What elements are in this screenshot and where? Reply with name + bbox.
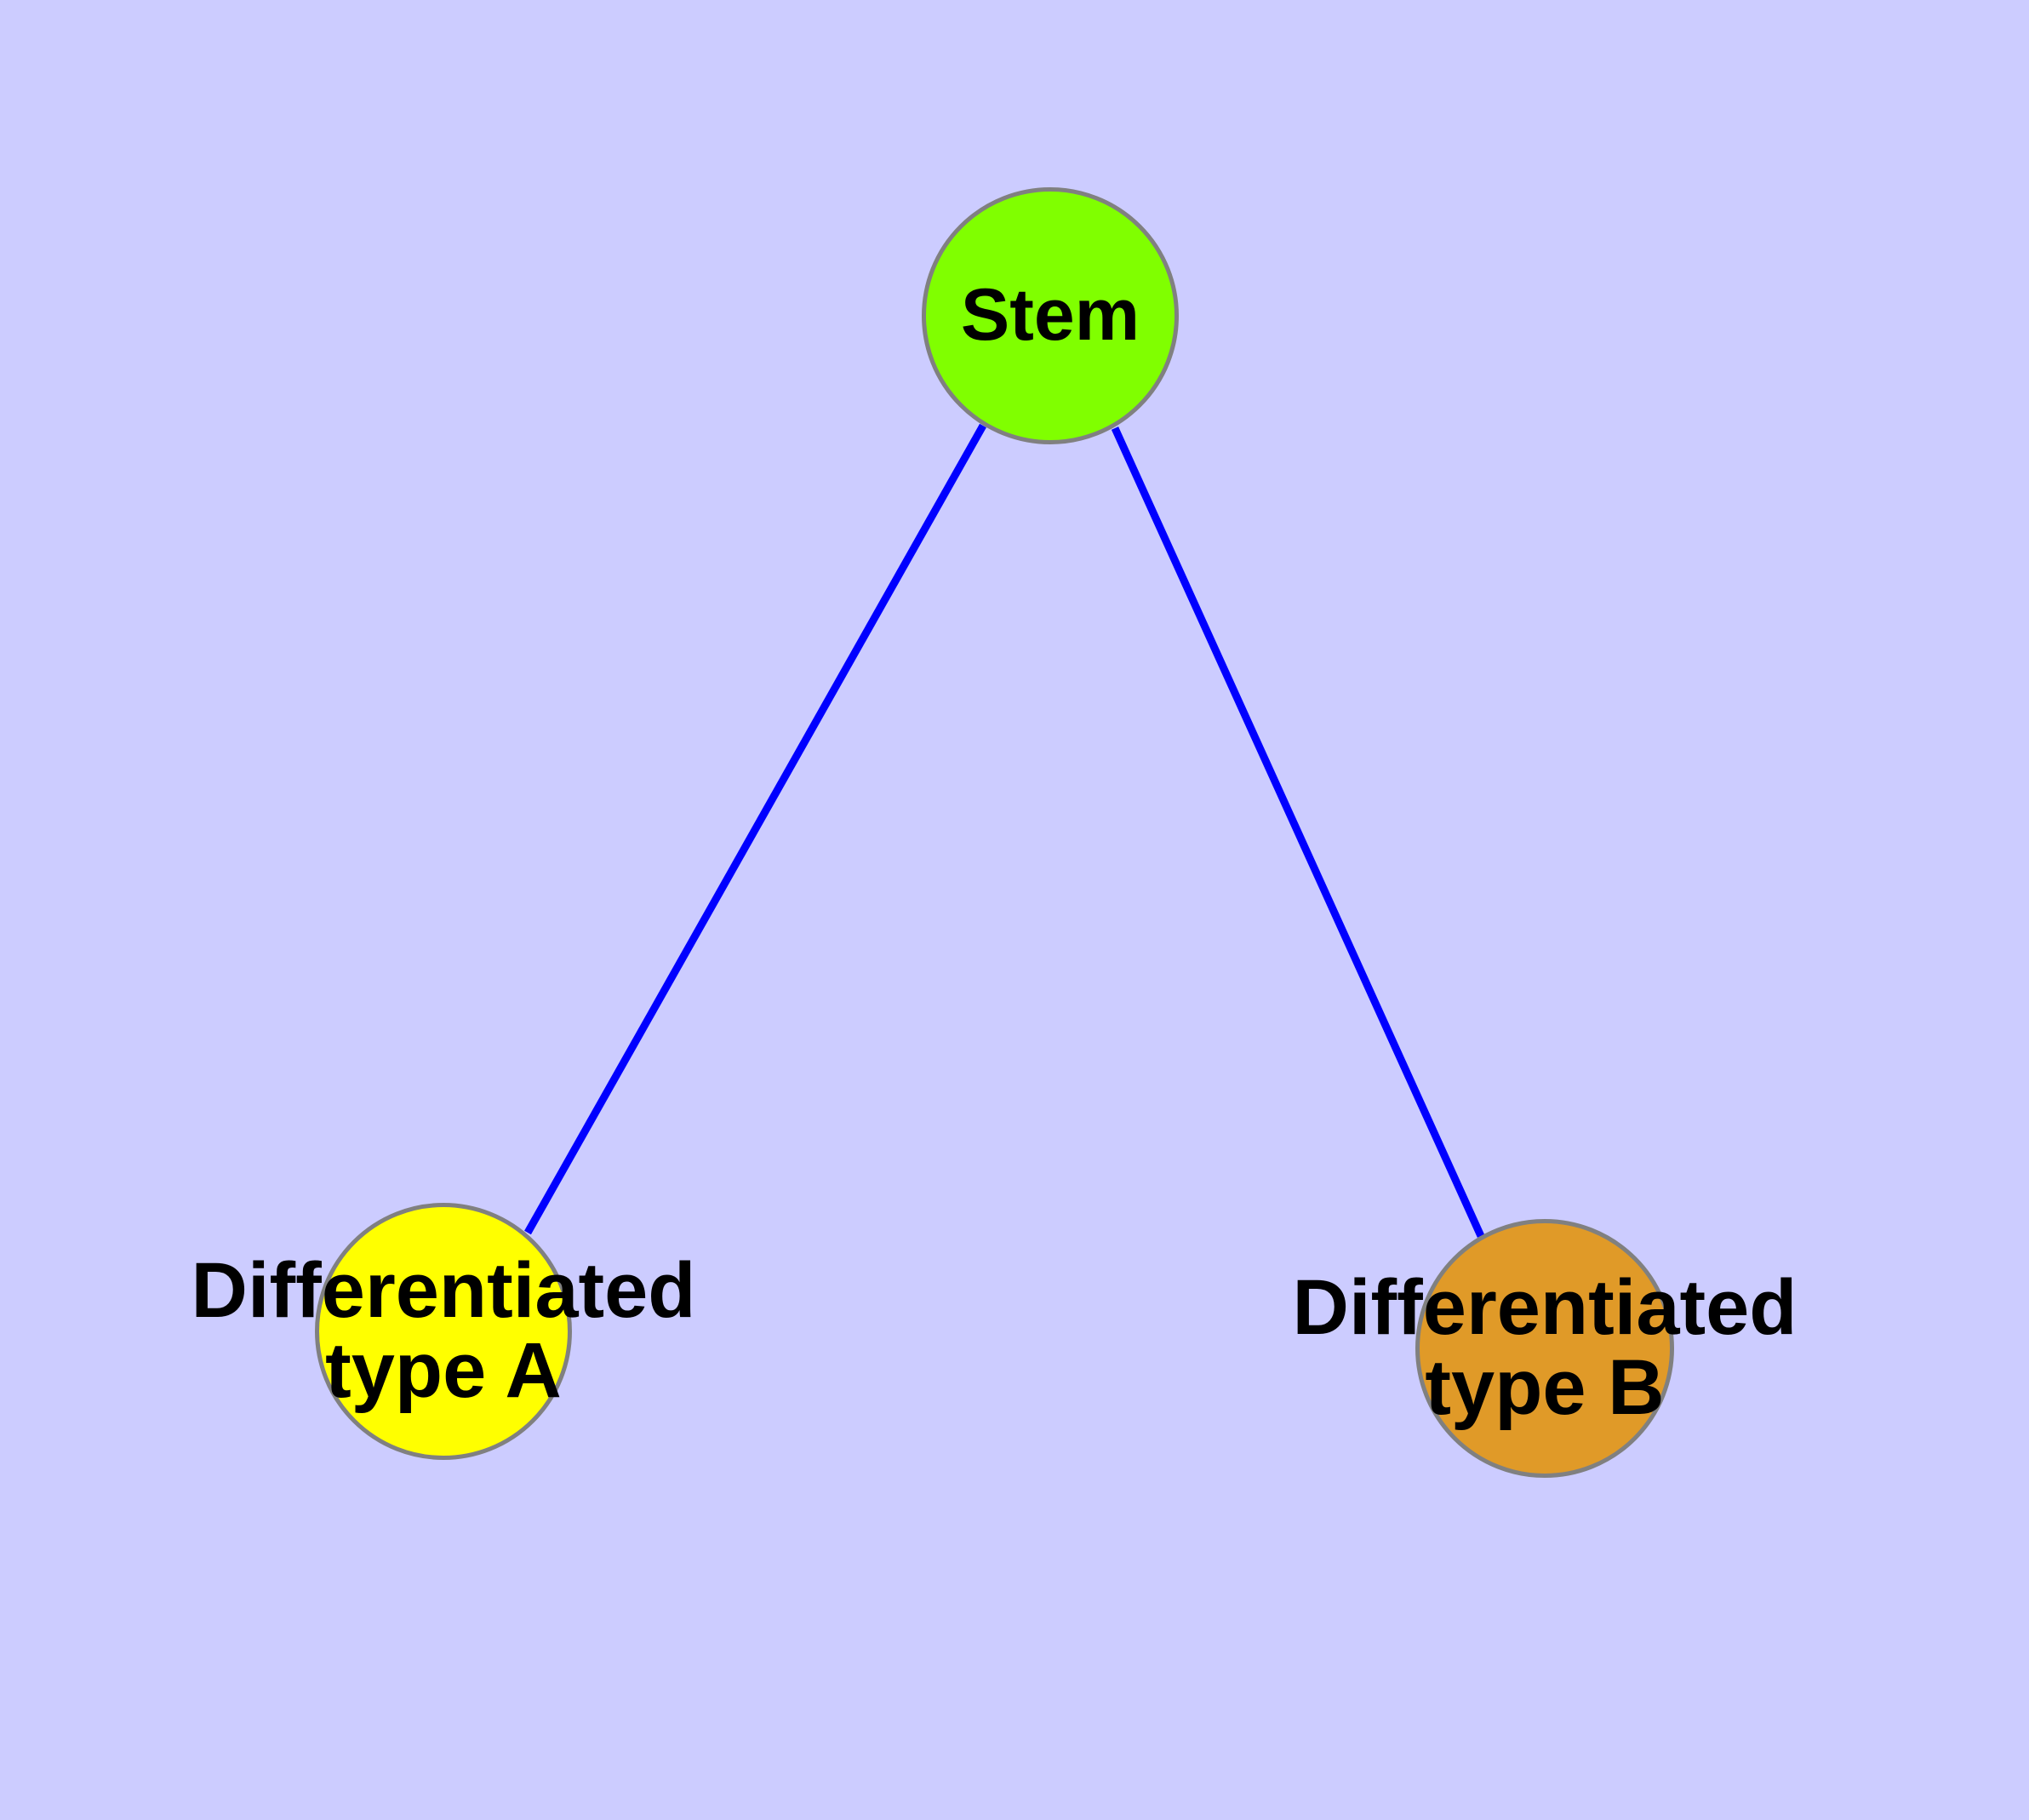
edge-stem-to-differentiated-type-b (1111, 426, 1485, 1238)
node-differentiated-type-b[interactable] (1415, 1219, 1674, 1478)
node-stem[interactable] (922, 187, 1179, 444)
edge-layer (524, 423, 1485, 1238)
edge-stem-to-differentiated-type-a (524, 423, 986, 1235)
node-layer (315, 187, 1674, 1478)
node-differentiated-type-a[interactable] (315, 1203, 572, 1460)
